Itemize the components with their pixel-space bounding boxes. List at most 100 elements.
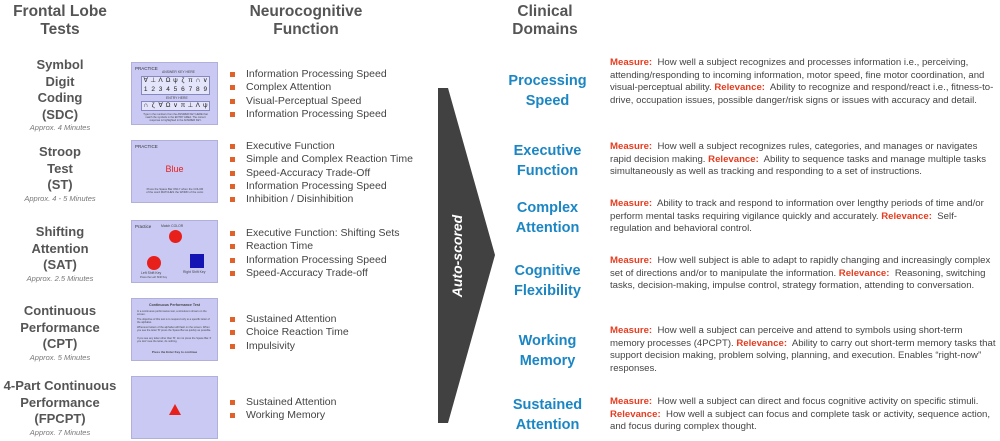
key-symbol: ζ — [181, 77, 185, 84]
relevance-label: Relevance: — [708, 153, 759, 165]
bullet-icon — [230, 343, 235, 349]
thumbnail-title: PRACTICE — [135, 66, 158, 71]
domain-executive-function: Executive Function — [513, 143, 582, 179]
function-label: Information Processing Speed — [246, 68, 387, 80]
entry-grid: ∩ ζ ∀ Ω ∨ π ⊥ Λ ψ — [141, 101, 210, 111]
bullet-icon — [230, 170, 235, 176]
key-digit: 3 — [158, 85, 163, 93]
key-symbol: ⊥ — [150, 77, 156, 84]
domains-column-header: Clinical Domains — [512, 3, 578, 38]
key-symbol: Ω — [165, 77, 171, 84]
function-label: Speed-Accuracy Trade-off — [246, 266, 368, 279]
measure-text: How well subject is able to adapt to rap… — [610, 255, 991, 279]
key-digit: 2 — [151, 85, 155, 93]
description-complex-attention: Measure: Ability to track and respond to… — [610, 198, 996, 236]
function-label: Inhibition / Disinhibition — [246, 193, 354, 206]
bullet-icon — [230, 231, 235, 236]
bullet-icon — [230, 183, 235, 189]
function-label: Sustained Attention — [246, 313, 337, 325]
cpt-line: If you see any letter other than 'B', do… — [137, 337, 212, 344]
description-working-memory: Measure: How well a subject can perceive… — [610, 325, 996, 375]
thumbnail-title: PRACTICE — [135, 144, 158, 149]
thumbnail-stroop: PRACTICE Blue Press the Space Bar ONLY w… — [131, 140, 218, 203]
bullet-icon — [230, 413, 235, 419]
entry-symbol: ζ — [151, 102, 155, 109]
stroop-word: Blue — [165, 164, 184, 174]
thumbnail-title: Continuous Performance Test — [148, 303, 201, 307]
function-item: Complex Attention — [230, 81, 387, 94]
function-label: Complex Attention — [246, 81, 332, 94]
test-duration: Approx. 4 Minutes — [29, 123, 91, 132]
measure-text: How well a subject recognizes rules, cat… — [610, 141, 978, 165]
domain-sustained-attention: Sustained Attention — [512, 397, 583, 433]
test-name: 4-Part Continuous Performance (FPCPT) — [3, 378, 117, 426]
function-label: Executive Function — [246, 140, 335, 152]
key-digit: 9 — [203, 85, 208, 93]
match-label: Match COLOR — [161, 224, 184, 228]
function-column-header: Neurocognitive Function — [249, 3, 363, 38]
function-item: Sustained Attention — [230, 396, 337, 409]
test-name: Continuous Performance (CPT) — [20, 303, 100, 351]
key-symbol: Λ — [158, 77, 163, 84]
function-item: Choice Reaction Time — [230, 326, 349, 339]
measure-text: How well a subject can perceive and atte… — [610, 325, 963, 349]
function-item: Impulsivity — [230, 340, 349, 353]
thumbnail-sdc: PRACTICE ANSWER KEY HERE ∀ ⊥ Λ Ω ψ ζ π ∩… — [131, 62, 218, 125]
key-symbol: ∀ — [143, 77, 148, 84]
function-item: Inhibition / Disinhibition — [230, 193, 413, 206]
function-label: Reaction Time — [246, 240, 314, 253]
cpt-line: The objective of this test is to respond… — [137, 318, 210, 325]
entry-symbol: Λ — [195, 102, 200, 109]
function-item: Working Memory — [230, 409, 337, 422]
function-label: Information Processing Speed — [246, 253, 387, 266]
key-digit: 4 — [166, 85, 170, 93]
bullet-icon — [230, 157, 235, 163]
auto-scored-arrow-shape — [438, 88, 495, 423]
tests-column-header: Frontal Lobe Tests — [13, 3, 107, 38]
relevance-label: Relevance: — [881, 210, 932, 222]
thumbnail-cpt: Continuous Performance Test In a continu… — [131, 298, 218, 361]
thumbnail-fpcpt — [131, 376, 218, 439]
key-digit: 6 — [181, 85, 185, 93]
function-item: Visual-Perceptual Speed — [230, 95, 387, 108]
test-st: Stroop Test (ST) Approx. 4 - 5 Minutes — [0, 144, 120, 203]
right-square-shape — [190, 254, 204, 268]
entry-symbol: ∨ — [173, 102, 178, 109]
function-item: Information Processing Speed — [230, 180, 413, 193]
function-item: Speed-Accuracy Trade-off — [230, 267, 400, 280]
relevance-label: Relevance: — [714, 82, 766, 94]
domain-complex-attention: Complex Attention — [515, 200, 580, 236]
function-item: Information Processing Speed — [230, 254, 400, 267]
entry-symbol: ψ — [202, 102, 208, 109]
function-label: Speed-Accuracy Trade-Off — [246, 166, 371, 179]
relevance-label: Relevance: — [736, 337, 788, 349]
domain-processing-speed: Processing Speed — [508, 73, 587, 109]
description-sustained-attention: Measure: How well a subject can direct a… — [610, 396, 996, 434]
key-digit: 1 — [143, 85, 148, 93]
entry-label: ENTRY HERE — [166, 96, 188, 100]
left-circle-shape — [147, 256, 161, 270]
function-list-sdc: Information Processing Speed Complex Att… — [230, 68, 387, 121]
domain-cognitive-flexibility: Cognitive Flexibility — [514, 263, 581, 299]
key-symbol: π — [188, 77, 193, 84]
function-label: Visual-Perceptual Speed — [246, 94, 362, 107]
test-duration: Approx. 4 - 5 Minutes — [24, 193, 96, 203]
function-list-fpcpt: Sustained Attention Working Memory — [230, 396, 337, 423]
description-executive-function: Measure: How well a subject recognizes r… — [610, 141, 996, 179]
entry-symbol: ∩ — [143, 102, 149, 109]
red-triangle-shape — [169, 404, 181, 415]
thumbnail-sat: Practice Match COLOR Left Shift Key Pres… — [131, 220, 218, 283]
function-label: Choice Reaction Time — [246, 326, 349, 339]
relevance-text: Ability to sequence tasks and manage mul… — [610, 153, 987, 178]
instruction-note: Type in the numbers from the ANSWER KEY … — [143, 113, 208, 123]
test-duration: Approx. 2.5 Minutes — [26, 273, 94, 283]
relevance-text: How well a subject can focus and complet… — [610, 408, 991, 433]
answer-key-label: ANSWER KEY HERE — [162, 70, 195, 74]
relevance-text: Ability to recognize and respond/react i… — [610, 82, 994, 106]
function-item: Simple and Complex Reaction Time — [230, 153, 413, 166]
key-digit: 8 — [196, 85, 200, 93]
function-list-sat: Executive Function: Shifting Sets Reacti… — [230, 227, 400, 280]
bullet-icon — [230, 85, 235, 91]
function-label: Sustained Attention — [246, 396, 337, 408]
relevance-text: Self-regulation and behavioral control. — [610, 210, 957, 235]
